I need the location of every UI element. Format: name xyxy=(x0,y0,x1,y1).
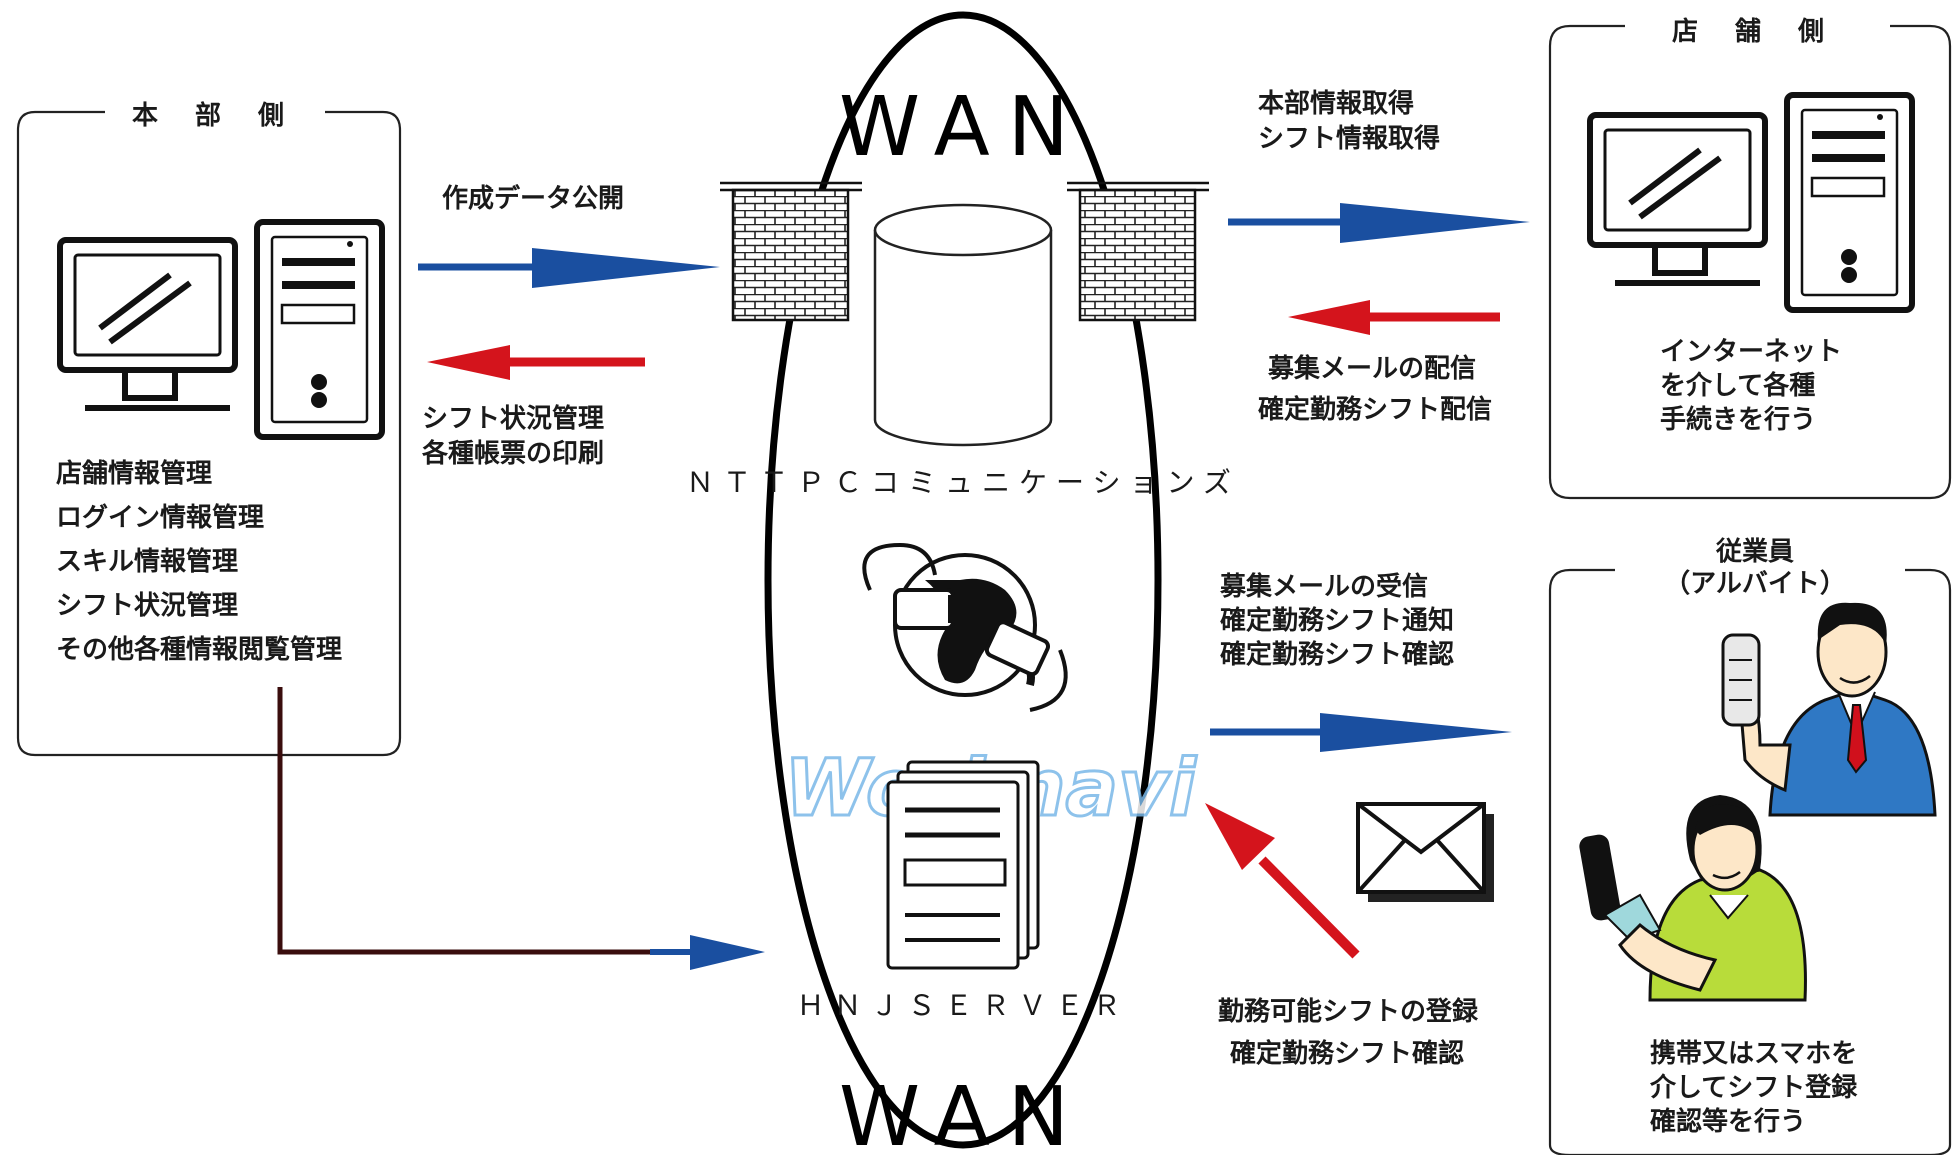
store-panel: 店 舗 側 インターネット を介して各種 手続きを行う xyxy=(1548,17,1952,500)
globe-network-icon xyxy=(862,542,1068,712)
hq-panel: 本 部 側 店舗情報管理 ログイン情報管理 スキル情報管理 シフト状況管理 その… xyxy=(16,101,402,757)
store-desc: インターネット xyxy=(1660,337,1842,367)
hq-receive-label: シフト状況管理 xyxy=(422,404,604,434)
employee-title: （アルバイト） xyxy=(1664,569,1846,599)
businessman-with-phone-icon xyxy=(1721,602,1937,817)
store-title: 店 舗 側 xyxy=(1672,17,1838,47)
firewall-icon xyxy=(720,181,862,322)
provider-label: ＮＴＴＰＣコミュニケーションズ xyxy=(686,466,1240,499)
employee-desc: 介してシフト登録 xyxy=(1649,1072,1858,1103)
emp-receive-label: 募集メールの受信 xyxy=(1219,571,1428,602)
computer-tower-icon xyxy=(254,219,385,440)
hq-item: スキル情報管理 xyxy=(56,547,238,577)
woman-with-phone-icon xyxy=(1579,795,1807,1002)
employee-desc: 携帯又はスマホを xyxy=(1650,1038,1857,1069)
emp-register-label: 勤務可能シフトの登録 xyxy=(1218,996,1479,1027)
store-get-label: 本部情報取得 xyxy=(1258,89,1414,119)
server-document-icon xyxy=(886,760,1040,970)
arrow-hq-receive xyxy=(427,345,645,380)
store-get-label: シフト情報取得 xyxy=(1258,124,1440,154)
arrow-store-send xyxy=(1288,300,1500,335)
monitor-icon xyxy=(1587,112,1768,286)
arrow-store-get xyxy=(1228,203,1530,243)
store-send-label: 募集メールの配信 xyxy=(1267,353,1476,384)
hq-receive-label: 各種帳票の印刷 xyxy=(421,438,604,469)
database-icon xyxy=(873,203,1053,447)
emp-receive-label: 確定勤務シフト確認 xyxy=(1220,639,1454,670)
hq-title: 本 部 側 xyxy=(132,101,298,131)
hq-item: シフト状況管理 xyxy=(56,591,238,621)
arrow-emp-receive xyxy=(1210,713,1512,752)
hq-item: その他各種情報閲覧管理 xyxy=(56,634,342,665)
wan-cloud: WAN WAN ＮＴＴＰＣコミュニケーションズ Wo xyxy=(686,11,1240,1155)
mail-envelope-icon xyxy=(1356,802,1494,902)
monitor-icon xyxy=(57,237,238,411)
wan-top-label: WAN xyxy=(839,80,1087,175)
emp-receive-label: 確定勤務シフト通知 xyxy=(1220,605,1454,636)
flow-arrows xyxy=(277,203,1530,970)
emp-register-label: 確定勤務シフト確認 xyxy=(1230,1038,1464,1069)
publish-label: 作成データ公開 xyxy=(442,183,624,214)
server-label: ＨＮＪＳＥＲＶＥＲ xyxy=(796,989,1129,1022)
employee-desc: 確認等を行う xyxy=(1650,1106,1806,1137)
hq-item: ログイン情報管理 xyxy=(56,503,264,533)
firewall-icon xyxy=(1067,181,1209,322)
store-desc: を介して各種 xyxy=(1660,370,1815,401)
arrow-publish xyxy=(418,248,720,288)
hq-item: 店舗情報管理 xyxy=(56,459,212,489)
arrow-emp-register xyxy=(1205,803,1360,959)
wan-bottom-label: WAN xyxy=(839,1070,1087,1155)
employee-panel: 従業員 （アルバイト） 携帯又はスマホを 介してシフト登録 xyxy=(1548,537,1952,1155)
arrow-hq-to-server xyxy=(277,687,765,970)
employee-title: 従業員 xyxy=(1715,537,1794,567)
store-send-label: 確定勤務シフト配信 xyxy=(1258,394,1492,425)
computer-tower-icon xyxy=(1784,92,1915,313)
store-desc: 手続きを行う xyxy=(1660,404,1816,435)
